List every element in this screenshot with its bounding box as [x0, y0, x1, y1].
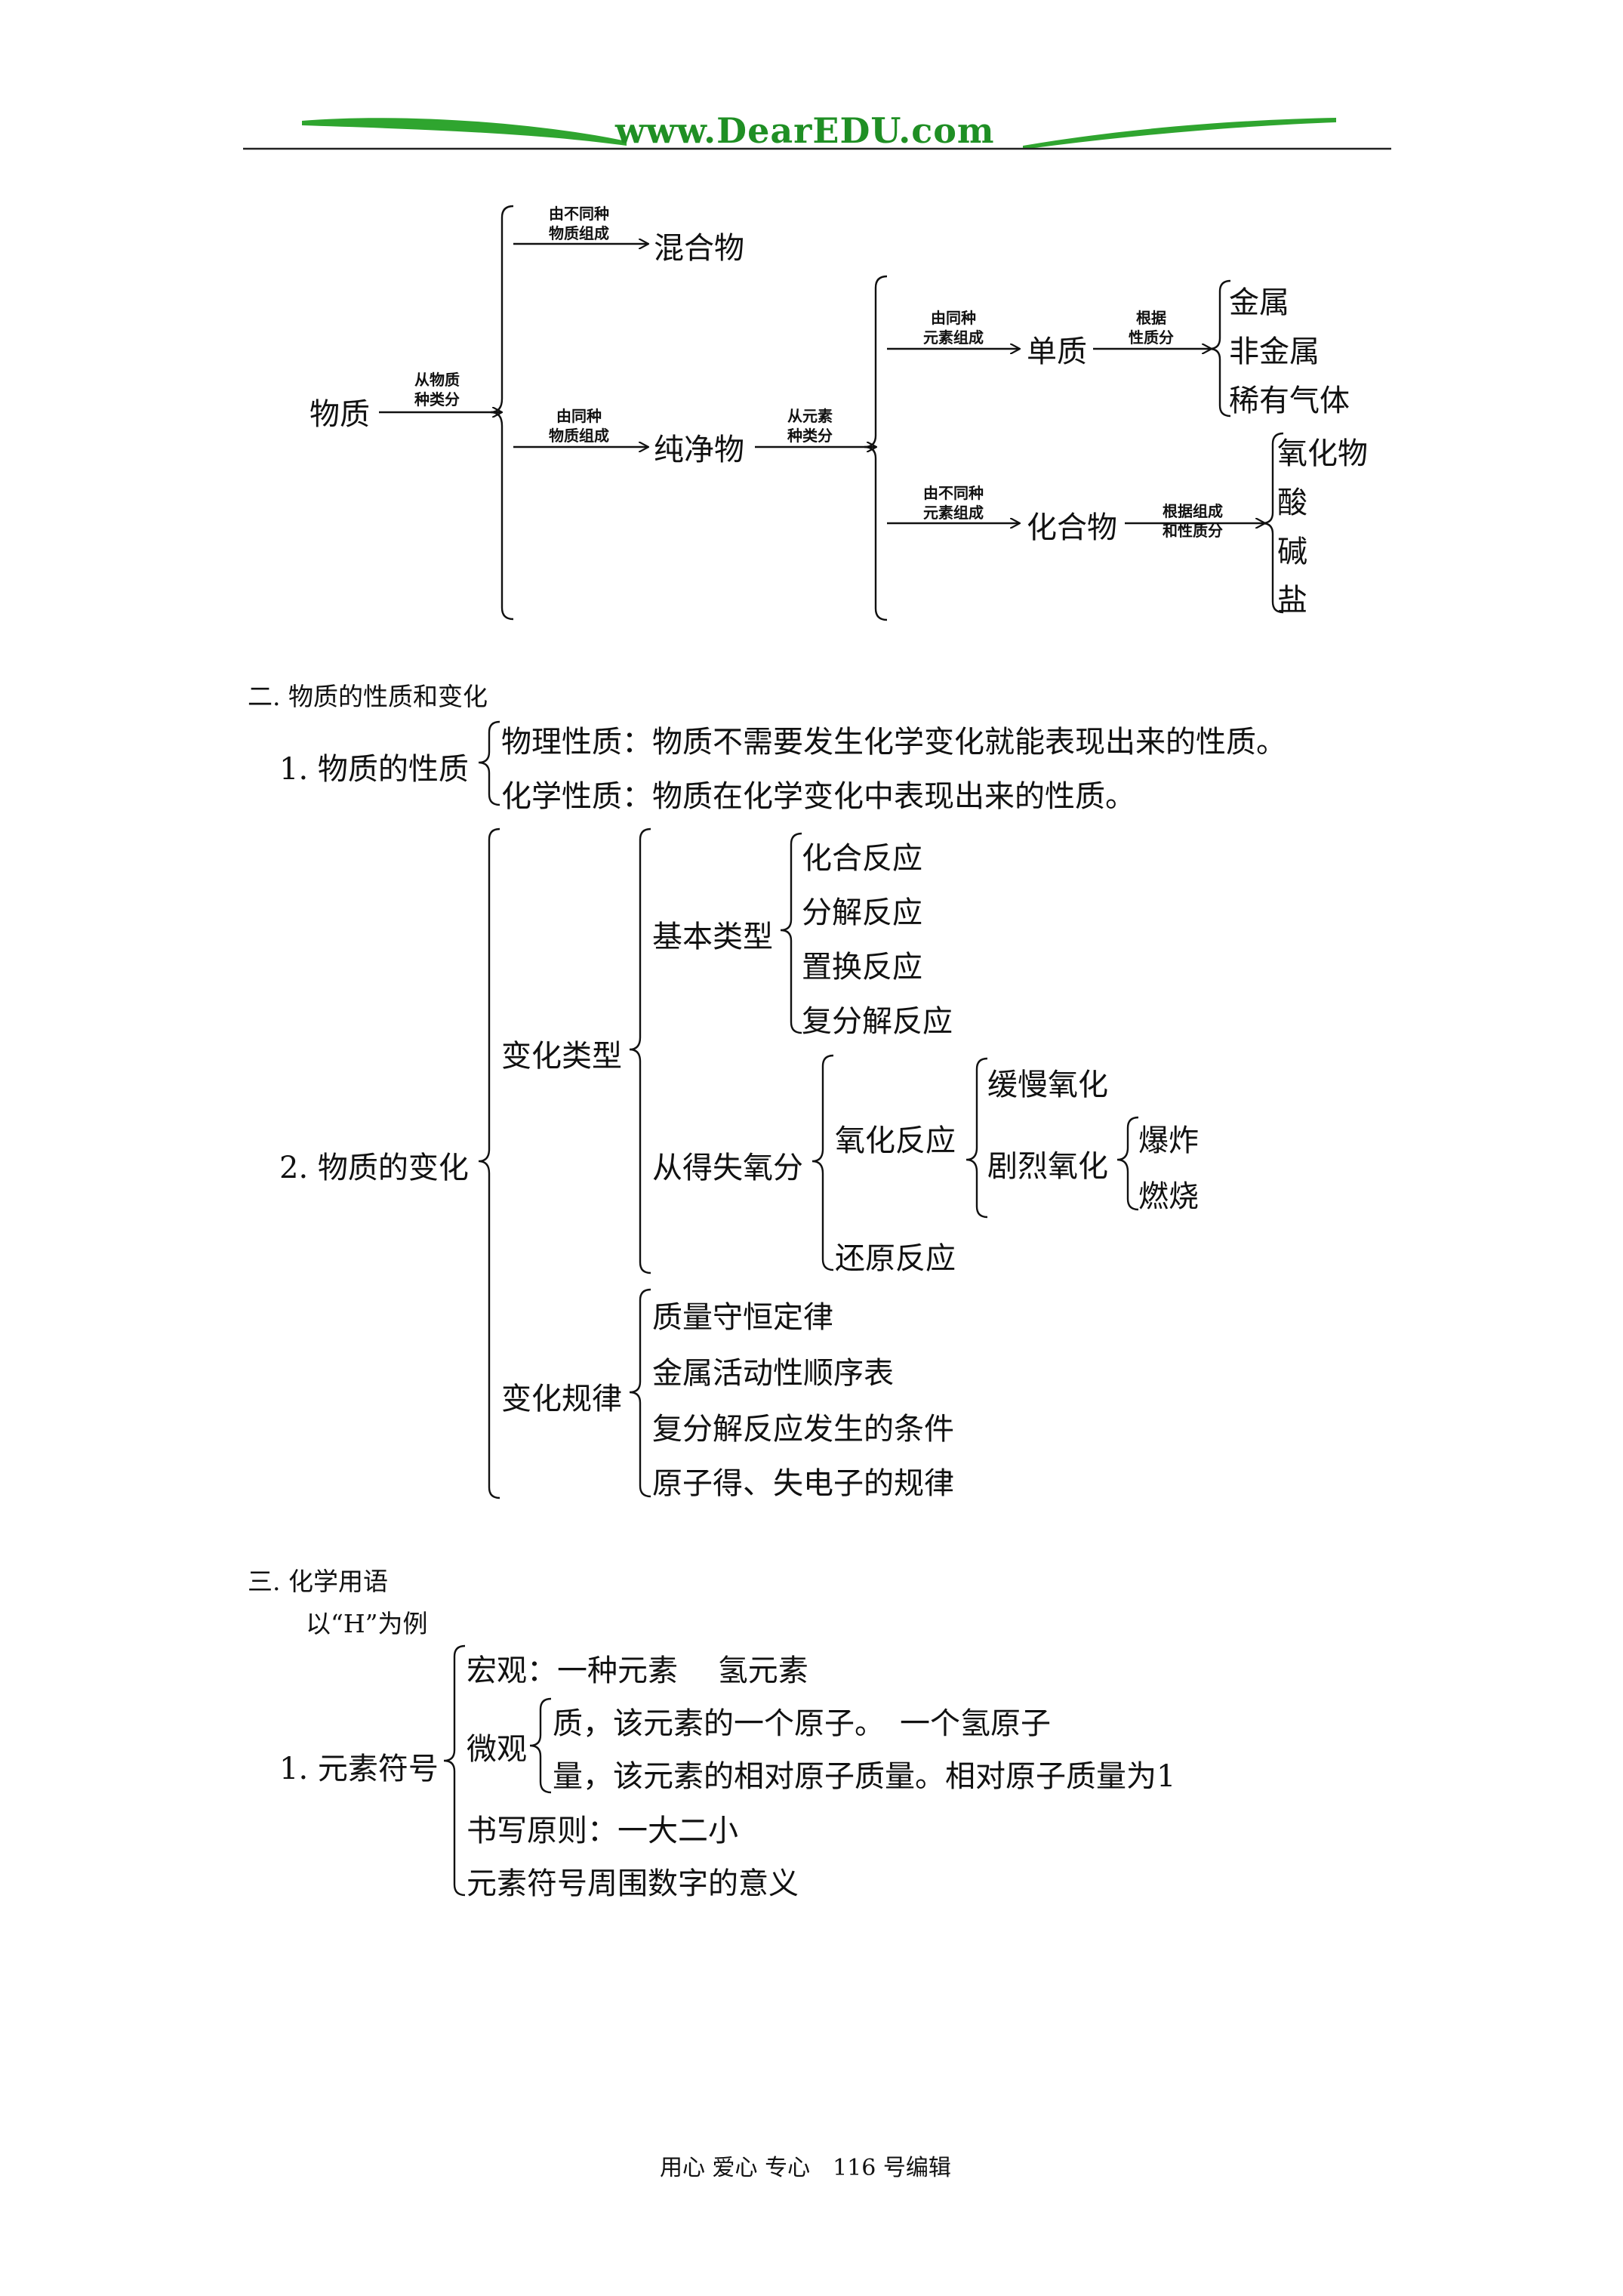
- edge-elemental-split-label: 根据性质分: [1129, 309, 1174, 347]
- basic-item-displacement: 置换反应: [802, 950, 922, 985]
- basic-types-label: 基本类型: [652, 920, 773, 954]
- node-metal: 金属: [1229, 285, 1289, 320]
- section3-heading: 三. 化学用语: [248, 1567, 388, 1596]
- brace-oxidation: [965, 1057, 988, 1219]
- symbol-digits-meaning: 元素符号周围数字的意义: [467, 1866, 799, 1901]
- symbol-writing-rule: 书写原则：一大二小: [467, 1814, 738, 1848]
- brace-basic: [780, 832, 802, 1034]
- node-oxide: 氧化物: [1277, 436, 1368, 471]
- site-logo: www.DearEDU.com: [615, 110, 995, 151]
- basic-item-combination: 化合反应: [802, 841, 922, 876]
- basic-item-double-decomposition: 复分解反应: [802, 1004, 953, 1039]
- node-pure: 纯净物: [654, 433, 744, 467]
- reduction-reaction: 还原反应: [835, 1241, 956, 1276]
- node-matter: 物质: [310, 397, 370, 432]
- symbol-micro-quantity: 量，该元素的相对原子质量。相对原子质量为1: [553, 1759, 1176, 1794]
- change-types-label: 变化类型: [501, 1039, 622, 1074]
- section3-example: 以“H”为例: [306, 1609, 428, 1638]
- violent-oxidation: 剧烈氧化: [987, 1149, 1108, 1184]
- symbol-label: 1. 元素符号: [279, 1752, 439, 1786]
- edge-mixture-label: 由不同种物质组成: [549, 205, 609, 242]
- brace-matter: [490, 205, 514, 621]
- section2-heading: 二. 物质的性质和变化: [248, 682, 488, 711]
- node-elemental: 单质: [1027, 334, 1087, 369]
- basic-item-decomposition: 分解反应: [802, 895, 922, 930]
- node-nonmetal: 非金属: [1229, 334, 1320, 369]
- properties-label: 1. 物质的性质: [279, 752, 469, 787]
- brace-elemental: [1209, 279, 1231, 418]
- symbol-micro-label: 微观: [467, 1732, 527, 1767]
- brace-symbol: [443, 1644, 466, 1897]
- edge-compound-split-label: 根据组成和性质分: [1163, 502, 1223, 540]
- slow-oxidation: 缓慢氧化: [987, 1068, 1108, 1102]
- edge-compound-label: 由不同种元素组成: [923, 484, 984, 522]
- brace-types: [629, 827, 651, 1274]
- brace-laws: [629, 1288, 651, 1498]
- violent-item-combustion: 燃烧: [1138, 1179, 1199, 1214]
- change-laws-label: 变化规律: [501, 1382, 622, 1416]
- brace-oxygen: [812, 1054, 834, 1271]
- changes-label: 2. 物质的变化: [279, 1151, 469, 1185]
- brace-properties: [478, 720, 500, 806]
- symbol-micro-quality: 质，该元素的一个原子。 一个氢原子: [553, 1706, 1051, 1741]
- edge-elemental-label: 由同种元素组成: [923, 309, 984, 347]
- brace-changes: [478, 827, 500, 1499]
- law-double-decomposition: 复分解反应发生的条件: [652, 1412, 954, 1447]
- oxygen-label: 从得失氧分: [652, 1151, 803, 1185]
- page-footer: 用心 爱心 专心 116 号编辑: [660, 2155, 951, 2181]
- law-electron-transfer: 原子得、失电子的规律: [652, 1466, 954, 1501]
- node-mixture: 混合物: [654, 231, 744, 266]
- law-activity-series: 金属活动性顺序表: [652, 1356, 894, 1391]
- edge-pure-split-label: 从元素种类分: [787, 407, 833, 445]
- node-noble-gas: 稀有气体: [1229, 384, 1350, 418]
- physical-property: 物理性质：物质不需要发生化学变化就能表现出来的性质。: [501, 725, 1286, 760]
- brace-violent: [1116, 1116, 1139, 1211]
- node-base: 碱: [1277, 535, 1307, 569]
- brace-compound: [1261, 432, 1284, 614]
- node-compound: 化合物: [1027, 510, 1117, 545]
- chemical-property: 化学性质：物质在化学变化中表现出来的性质。: [501, 779, 1135, 814]
- violent-item-explosion: 爆炸: [1138, 1123, 1199, 1158]
- edge-pure-label: 由同种物质组成: [549, 407, 609, 445]
- node-salt: 盐: [1277, 583, 1307, 618]
- edge-root-label: 从物质种类分: [414, 371, 460, 408]
- symbol-macro: 宏观：一种元素 氢元素: [467, 1653, 808, 1688]
- brace-micro: [529, 1697, 552, 1794]
- node-acid: 酸: [1277, 485, 1307, 520]
- oxidation-reaction: 氧化反应: [835, 1123, 956, 1158]
- brace-pure: [864, 275, 888, 621]
- header-banner: [243, 118, 1391, 150]
- law-mass-conservation: 质量守恒定律: [652, 1300, 833, 1335]
